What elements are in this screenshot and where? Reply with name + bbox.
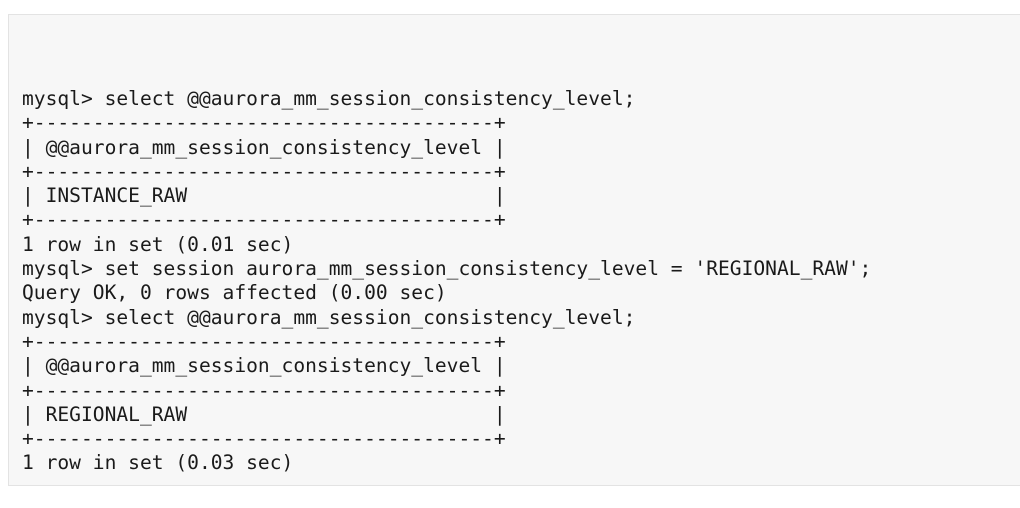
- table-header-row: | @@aurora_mm_session_consistency_level …: [22, 354, 506, 378]
- result-summary: 1 row in set (0.01 sec): [22, 232, 294, 256]
- table-border: +---------------------------------------…: [22, 378, 506, 402]
- table-row: | INSTANCE_RAW |: [22, 184, 506, 208]
- table-border: +---------------------------------------…: [22, 208, 506, 232]
- table-border: +---------------------------------------…: [22, 329, 506, 353]
- code-block: mysql> select @@aurora_mm_session_consis…: [8, 14, 1020, 486]
- table-header-row: | @@aurora_mm_session_consistency_level …: [22, 135, 506, 159]
- terminal-output: mysql> select @@aurora_mm_session_consis…: [22, 87, 871, 476]
- table-row: | REGIONAL_RAW |: [22, 402, 506, 426]
- table-border: +---------------------------------------…: [22, 111, 506, 135]
- command-line: mysql> select @@aurora_mm_session_consis…: [22, 87, 636, 110]
- table-border: +---------------------------------------…: [22, 427, 506, 451]
- table-border: +---------------------------------------…: [22, 159, 506, 183]
- result-summary: 1 row in set (0.03 sec): [22, 451, 294, 475]
- command-line: mysql> set session aurora_mm_session_con…: [22, 257, 872, 281]
- command-line: mysql> select @@aurora_mm_session_consis…: [22, 305, 636, 329]
- result-summary: Query OK, 0 rows affected (0.00 sec): [22, 281, 447, 305]
